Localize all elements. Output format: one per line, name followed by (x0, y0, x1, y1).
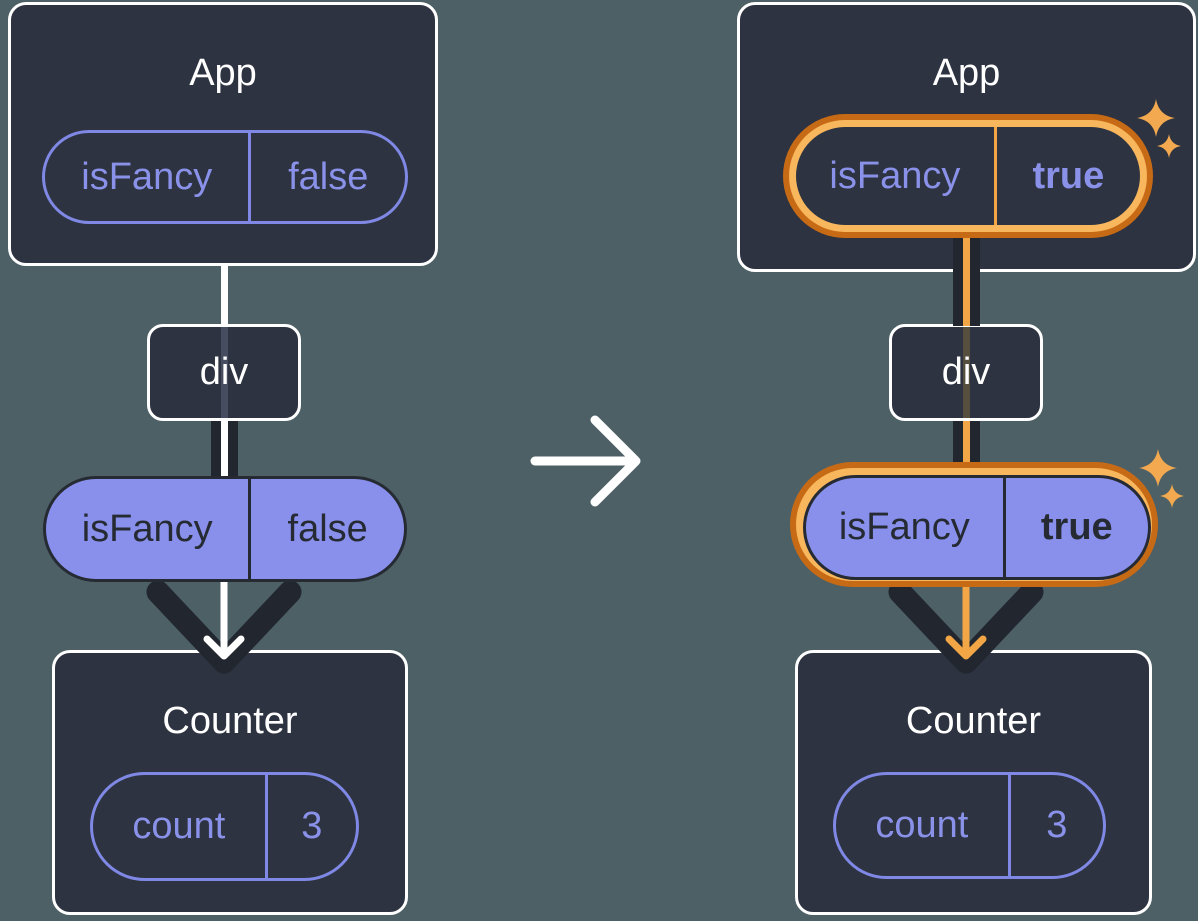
state-value: false (248, 133, 405, 221)
state-name: count (132, 805, 226, 847)
state-name: isFancy (81, 155, 213, 198)
connector-app-div-left (221, 264, 228, 326)
app-title-right: App (932, 52, 1001, 94)
counter-title-right: Counter (905, 700, 1042, 742)
arrow-right-icon (530, 415, 641, 507)
div-label-left: div (199, 351, 249, 393)
state-name: count (875, 804, 969, 846)
counter-title-left: Counter (162, 700, 298, 742)
prop-value: true (1002, 478, 1148, 577)
state-value: 3 (1007, 775, 1103, 876)
sparkle-icon (1157, 134, 1181, 158)
state-pill-counter-right: count 3 (833, 772, 1106, 879)
prop-flow-line-faded (221, 327, 228, 418)
sparkle-icon (1160, 484, 1184, 508)
state-pill-counter-left: count 3 (90, 772, 359, 881)
chevron-down-arrow-icon-left (146, 570, 302, 674)
state-value: 3 (264, 775, 356, 878)
prop-pill-right-highlighted: isFancy true (790, 462, 1158, 587)
prop-pill-left: isFancy false (43, 476, 407, 582)
div-node-card-right: div (889, 324, 1043, 421)
connector-div-pill-left (211, 421, 238, 479)
connector-app-div-right (953, 234, 980, 326)
prop-name: isFancy (838, 506, 970, 548)
sparkle-icon (1137, 99, 1175, 137)
div-node-card-left: div (147, 324, 301, 421)
state-pill-app-right-highlighted: isFancy true (783, 114, 1153, 238)
prop-name: isFancy (81, 507, 213, 550)
chevron-down-arrow-icon-right (888, 570, 1044, 674)
state-name: isFancy (829, 154, 961, 197)
state-value: true (993, 127, 1140, 225)
prop-value: false (248, 479, 404, 579)
div-label-right: div (941, 351, 991, 393)
sparkle-icon (1139, 449, 1177, 487)
app-title-left: App (189, 52, 257, 94)
state-pill-app-left: isFancy false (42, 130, 408, 224)
prop-flow-line-faded (963, 327, 970, 418)
